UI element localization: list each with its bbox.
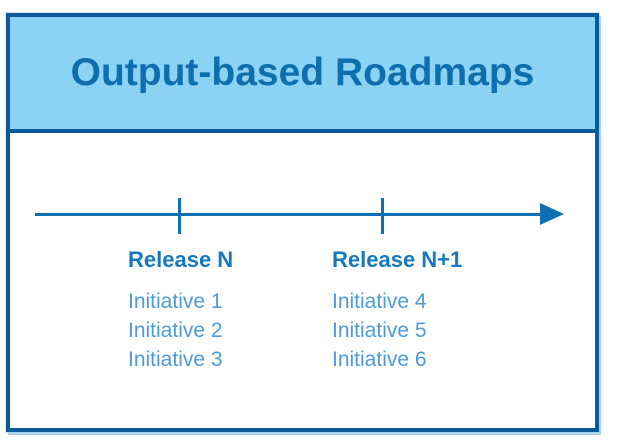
initiative-item: Initiative 6 <box>332 348 427 371</box>
roadmap-diagram-box: Output-based Roadmaps Release N Initiati… <box>6 13 599 432</box>
timeline-tick-release-n1 <box>381 198 384 234</box>
initiative-item: Initiative 5 <box>332 319 427 342</box>
initiative-item: Initiative 1 <box>128 290 223 313</box>
diagram-title: Output-based Roadmaps <box>70 51 535 94</box>
initiative-item: Initiative 3 <box>128 348 223 371</box>
timeline-tick-release-n <box>178 198 181 234</box>
arrowhead-icon <box>540 203 564 225</box>
release-group-n1: Release N+1 Initiative 4 Initiative 5 In… <box>332 248 462 374</box>
release-label: Release N <box>128 247 234 272</box>
initiative-item: Initiative 2 <box>128 319 223 342</box>
diagram-body: Release N Initiative 1 Initiative 2 Init… <box>10 137 595 428</box>
timeline-line <box>35 213 552 216</box>
release-label: Release N+1 <box>332 247 463 272</box>
diagram-header: Output-based Roadmaps <box>10 17 595 133</box>
release-group-n: Release N Initiative 1 Initiative 2 Init… <box>128 248 233 374</box>
initiative-item: Initiative 4 <box>332 290 427 313</box>
